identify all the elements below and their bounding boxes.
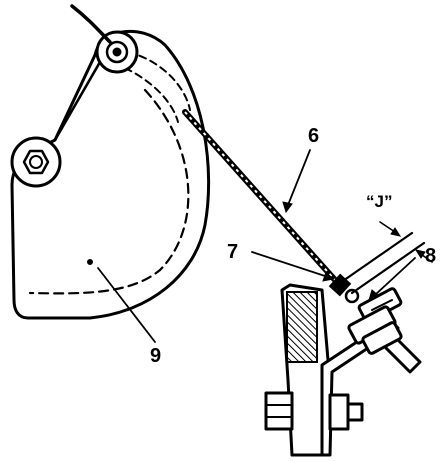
clearance-arrowhead-2 [414, 249, 426, 259]
bottom-nut [328, 393, 350, 431]
leader-8 [374, 257, 416, 296]
cable-eye [344, 288, 360, 304]
bolt-nut-lower [361, 321, 403, 355]
top-pivot [95, 30, 139, 74]
label-9-target-dot [87, 259, 93, 265]
sector-plate [10, 30, 211, 320]
sector-plate-outline [10, 30, 211, 320]
leader-7-arrowhead [322, 271, 335, 282]
bottom-bolt-head [264, 391, 294, 431]
bottom-fastener [264, 391, 364, 431]
bolt-nut-face-line [371, 299, 393, 311]
dimension-j-label: “J” [366, 192, 392, 211]
clearance-arrowhead-1 [390, 227, 402, 237]
leader-8-arrowhead [368, 289, 380, 301]
sector-groove-dashed [28, 88, 190, 295]
leader-6-arrowhead [282, 201, 293, 214]
leader-9 [97, 267, 156, 343]
adjusting-bolt [347, 287, 422, 374]
left-pivot [10, 136, 62, 188]
leader-lines [97, 149, 416, 343]
cable-strand-texture [184, 111, 336, 281]
callout-6: 6 [308, 125, 319, 147]
top-pivot-pin [112, 47, 122, 57]
sector-arm-edge [53, 60, 102, 142]
cable-upper-tail [70, 4, 112, 44]
callout-8: 8 [425, 245, 436, 267]
cable-groove-dashed-inner [124, 67, 179, 123]
leader-7 [251, 251, 326, 277]
leader-6 [287, 149, 311, 206]
post-hatched-section [286, 291, 318, 363]
callout-9: 9 [150, 345, 161, 367]
bottom-bolt-end [346, 402, 364, 422]
clearance-line-left [338, 231, 414, 285]
cable [70, 4, 338, 283]
left-pivot-bolt-end [29, 155, 43, 169]
clearance-j-dimension [338, 221, 433, 295]
clearance-line-right [350, 241, 426, 295]
cable-groove-dashed-outer [127, 51, 191, 111]
callout-7: 7 [227, 241, 238, 263]
